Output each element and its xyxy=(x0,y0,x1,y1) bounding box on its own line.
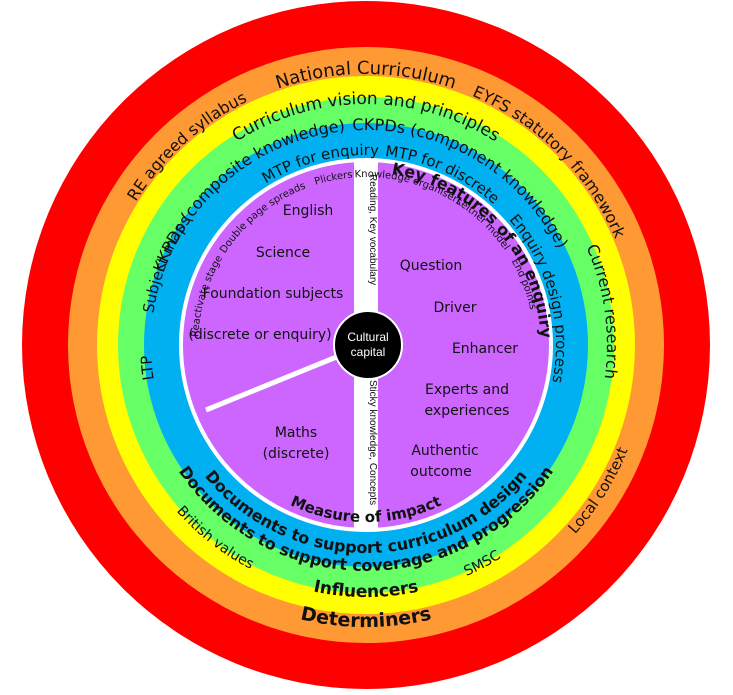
ring-coverage-ltp: LTP xyxy=(137,354,158,381)
enquiry-item-question: Question xyxy=(400,258,463,274)
enquiry-item-enhancer: Enhancer xyxy=(452,341,518,357)
core-maths: Maths xyxy=(275,425,317,441)
core-maths-note: (discrete) xyxy=(263,446,330,462)
enquiry-item-authentic: Authentic xyxy=(411,443,478,459)
enquiry-item-experiences: experiences xyxy=(425,403,510,419)
core-subject-english: English xyxy=(283,203,334,219)
center-label-line2: capital xyxy=(351,345,386,359)
center-cultural-capital xyxy=(333,310,403,380)
enquiry-item-driver: Driver xyxy=(433,300,476,316)
enquiry-item-experts: Experts and xyxy=(425,382,509,398)
core-subject-foundation-note: (discrete or enquiry) xyxy=(188,327,331,343)
strip-sticky-knowledge: Sticky knowledge, Concepts xyxy=(367,380,378,505)
enquiry-item-outcome: outcome xyxy=(410,464,471,480)
core-subject-science: Science xyxy=(256,245,310,261)
core-subject-foundation: Foundation subjects xyxy=(203,286,344,302)
center-label-line1: Cultural xyxy=(347,330,388,344)
strip-reading-vocabulary: Reading, Key vocabulary xyxy=(367,174,378,285)
